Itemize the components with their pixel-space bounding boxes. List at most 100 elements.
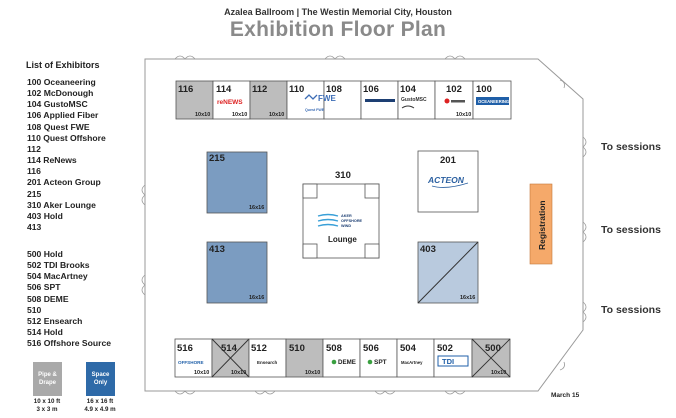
fwe-logo-sub: Quest FWE xyxy=(305,108,325,112)
exhibitor-list-item: 504 MacArtney xyxy=(27,271,88,282)
legend-space-caption-1: 16 x 16 ft xyxy=(86,398,114,405)
booth-514-number: 514 xyxy=(221,343,238,354)
exhibitor-list-item: 112 xyxy=(27,143,41,154)
booth-112[interactable] xyxy=(249,80,288,120)
booth-104[interactable] xyxy=(397,80,436,120)
exhibitor-list-heading: List of Exhibitors xyxy=(26,60,100,70)
legend-pipe-label-1: Pipe & xyxy=(38,372,57,378)
legend-space-label-2: Only xyxy=(93,380,108,386)
exhibitor-list-item: 413 xyxy=(27,222,42,233)
booth-116[interactable] xyxy=(175,80,214,120)
aker-logo-line-1: AKER xyxy=(341,214,352,218)
registration-label: Registration xyxy=(537,200,547,250)
booth-215-number: 215 xyxy=(209,153,226,164)
booth-510-number: 510 xyxy=(289,343,305,354)
legend-pipe-label-2: Drape xyxy=(38,380,56,386)
fwe-logo: FWE xyxy=(318,94,336,103)
tdi-logo-badge xyxy=(437,355,469,367)
exhibitor-list-item: 500 Hold xyxy=(27,249,63,259)
booth-100-number: 100 xyxy=(476,84,492,95)
booth-201-number: 201 xyxy=(440,155,457,166)
exhibitor-list-item: 108 Quest FWE xyxy=(27,121,90,132)
to-sessions-label-2: To sessions xyxy=(601,224,661,236)
ensearch-logo: Ensearch xyxy=(257,360,278,365)
exhibitor-list-item: 508 DEME xyxy=(27,293,69,304)
exhibitor-list-item: 215 xyxy=(27,188,42,199)
date-label: March 15 xyxy=(551,392,580,399)
macartney-logo: MacArtney xyxy=(401,360,423,365)
booth-514-size: 10x10 xyxy=(231,370,246,376)
exhibitor-list-item: 104 GustoMSC xyxy=(27,99,88,110)
legend-space-label-1: Space xyxy=(91,372,110,378)
to-sessions-label-1: To sessions xyxy=(601,141,661,153)
exhibitor-list-item: 100 Oceaneering xyxy=(27,77,96,87)
booth-413-number: 413 xyxy=(209,244,225,255)
booth-215[interactable] xyxy=(206,151,268,214)
booth-504-number: 504 xyxy=(400,343,417,354)
page-title: Exhibition Floor Plan xyxy=(229,18,447,41)
booth-508-number: 508 xyxy=(326,343,342,354)
gustomsc-logo: GustoMSC xyxy=(401,97,427,103)
lounge-label: Lounge xyxy=(328,235,357,244)
legend-pipe-caption: 10 x 10 ft 3 x 3 m xyxy=(25,398,69,414)
booth-110-number: 110 xyxy=(289,84,304,95)
gustomsc-logo-icon xyxy=(401,105,415,109)
booth-512[interactable] xyxy=(248,338,287,378)
booth-104-number: 104 xyxy=(400,84,417,95)
booth-500-number: 500 xyxy=(485,343,501,354)
offshore-source-logo: OFFSHORE xyxy=(178,360,204,365)
venue-subtitle: Azalea Ballroom | The Westin Memorial Ci… xyxy=(224,7,452,17)
booth-514-hold-cross-b xyxy=(211,338,250,378)
booth-116-number: 116 xyxy=(178,84,193,95)
mcdonough-logo-icon xyxy=(444,98,465,104)
exhibitor-list-item: 514 Hold xyxy=(27,327,63,338)
booth-506-number: 506 xyxy=(363,343,379,354)
booth-201[interactable] xyxy=(417,150,479,213)
exhibitor-list-item: 102 McDonough xyxy=(27,88,94,99)
exhibitor-list-item: 114 ReNews xyxy=(27,155,77,166)
oceaneering-logo: OCEANEERING xyxy=(478,99,509,104)
applied-fiber-logo-icon xyxy=(365,99,395,102)
exhibitor-list-item: 310 Aker Lounge xyxy=(27,199,96,210)
legend-space-caption-2: 4.9 x 4.9 m xyxy=(84,406,116,413)
booth-310-aker-lounge[interactable] xyxy=(302,183,380,259)
booth-310-number: 310 xyxy=(335,170,351,181)
exhibitor-list-item: 106 Applied Fiber xyxy=(27,110,99,121)
exhibitor-list-item: 510 xyxy=(27,304,42,315)
quest-fwe-logo-icon xyxy=(304,94,318,100)
booth-500-hold-cross-b xyxy=(471,338,511,378)
legend-pipe-caption-1: 10 x 10 ft xyxy=(33,398,61,405)
booth-413[interactable] xyxy=(206,241,268,304)
door-markers xyxy=(141,55,587,395)
booth-508[interactable] xyxy=(322,338,361,378)
deme-logo-icon xyxy=(331,359,337,365)
booth-108[interactable] xyxy=(323,80,362,120)
registration-desk[interactable] xyxy=(529,183,553,265)
booth-504[interactable] xyxy=(396,338,435,378)
booth-114[interactable] xyxy=(212,80,251,120)
booth-516-size: 10x10 xyxy=(194,370,209,376)
tdi-logo: TDI xyxy=(442,357,454,366)
booth-403-hold-cross xyxy=(417,241,479,304)
renews-logo: reNEWS xyxy=(217,99,243,106)
exhibitor-list-item: 403 Hold xyxy=(27,210,63,221)
deme-logo: DEME xyxy=(338,359,356,366)
booth-215-size: 16x16 xyxy=(249,205,264,211)
spt-logo: SPT xyxy=(374,359,387,366)
acteon-logo: ACTEON xyxy=(427,175,465,185)
to-sessions-label-3: To sessions xyxy=(601,304,661,316)
booth-502-number: 502 xyxy=(437,343,453,354)
booth-500-size: 10x10 xyxy=(491,370,506,376)
booth-510[interactable] xyxy=(285,338,324,378)
booth-102[interactable] xyxy=(434,80,474,120)
exhibitor-list-item: 502 TDI Brooks xyxy=(27,260,90,271)
aker-logo-line-3: WIND xyxy=(341,224,351,228)
exhibitor-list-item: 110 Quest Offshore xyxy=(27,132,106,143)
legend-pipe-drape-swatch: Pipe & Drape xyxy=(33,362,62,396)
exhibitor-list-item: 506 SPT xyxy=(27,282,61,293)
exhibitor-list-item: 512 Ensearch xyxy=(27,315,83,326)
